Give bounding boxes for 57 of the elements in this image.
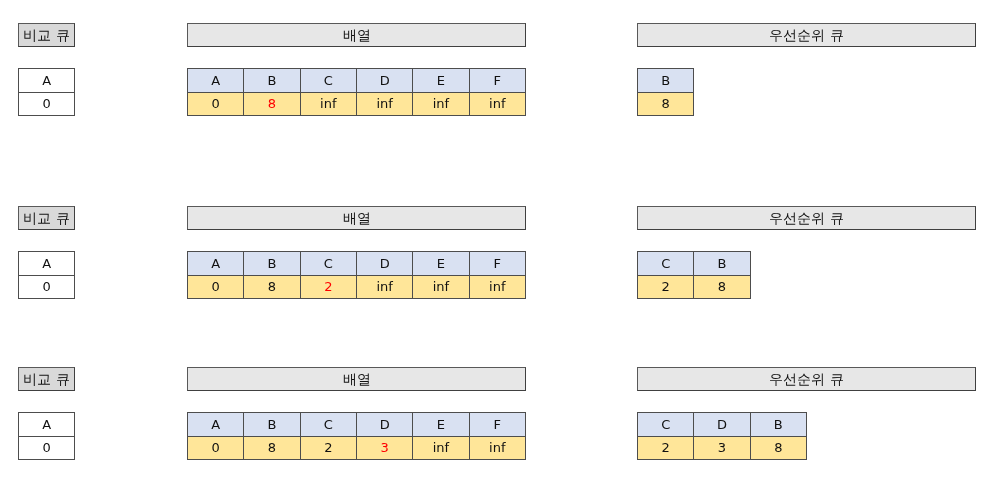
header-bar: [637, 23, 976, 47]
header-title: 우선순위 큐: [769, 28, 844, 42]
distance-value: 8: [243, 91, 301, 116]
vertex-name: E: [412, 251, 470, 276]
header-bar: [18, 367, 75, 391]
vertex-name: A: [187, 68, 245, 93]
distance-value: 0: [18, 274, 76, 299]
distance-value: 0: [18, 91, 76, 116]
vertex-name: C: [299, 68, 357, 93]
vertex-name: D: [356, 251, 414, 276]
distance-value: inf: [412, 435, 470, 460]
header-title: 비교 큐: [23, 28, 70, 42]
header-bar: [187, 23, 526, 47]
header-bar: [18, 206, 75, 230]
vertex-name: D: [693, 412, 751, 437]
distance-value: 8: [637, 91, 695, 116]
distance-value: inf: [412, 274, 470, 299]
header-title: 우선순위 큐: [769, 211, 844, 225]
vertex-name: C: [299, 251, 357, 276]
vertex-name: F: [468, 251, 526, 276]
header-bar: [637, 206, 976, 230]
header-title: 배열: [342, 211, 371, 225]
vertex-name: B: [637, 68, 695, 93]
header-bar: [637, 367, 976, 391]
vertex-name: F: [468, 68, 526, 93]
vertex-name: E: [412, 68, 470, 93]
header-bar: [18, 23, 75, 47]
header-title: 비교 큐: [23, 211, 70, 225]
vertex-name: D: [356, 412, 414, 437]
vertex-name: A: [18, 251, 76, 276]
vertex-name: C: [637, 251, 695, 276]
vertex-name: B: [693, 251, 751, 276]
distance-value: 3: [693, 435, 751, 460]
vertex-name: A: [18, 412, 76, 437]
vertex-name: B: [749, 412, 807, 437]
vertex-name: B: [243, 412, 301, 437]
vertex-name: C: [637, 412, 695, 437]
header-title: 우선순위 큐: [769, 372, 844, 386]
vertex-name: A: [187, 251, 245, 276]
distance-value: 0: [18, 435, 76, 460]
distance-value: 8: [693, 274, 751, 299]
distance-value: inf: [412, 91, 470, 116]
header-title: 배열: [342, 28, 371, 42]
distance-value: 8: [243, 435, 301, 460]
header-title: 비교 큐: [23, 372, 70, 386]
vertex-name: B: [243, 68, 301, 93]
vertex-name: E: [412, 412, 470, 437]
vertex-name: B: [243, 251, 301, 276]
header-title: 배열: [342, 372, 371, 386]
vertex-name: A: [18, 68, 76, 93]
vertex-name: A: [187, 412, 245, 437]
header-bar: [187, 367, 526, 391]
header-bar: [187, 206, 526, 230]
vertex-name: F: [468, 412, 526, 437]
distance-value: 8: [243, 274, 301, 299]
vertex-name: D: [356, 68, 414, 93]
vertex-name: C: [299, 412, 357, 437]
